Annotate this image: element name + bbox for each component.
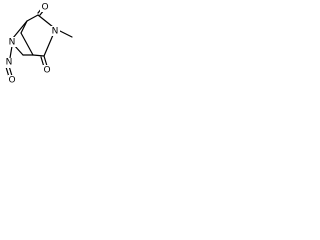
mask-n-nitroso	[5, 58, 14, 68]
bond-n-bridge-n-nitroso	[9, 45, 13, 59]
atom-o-top: O	[41, 3, 48, 13]
mask-o-top	[40, 2, 49, 12]
atom-o-bottom: O	[43, 66, 50, 76]
bond-ch2-c-bh	[20, 32, 34, 56]
molecule-svg: O N N N O O	[5, 2, 73, 86]
mask-o-bottom	[42, 65, 52, 75]
bond-c3-c1	[26, 14, 39, 22]
mask-n-bridge	[9, 37, 18, 47]
bond-c5-o-bottom-1	[43, 55, 48, 67]
mask-o-nitroso	[8, 75, 18, 85]
atom-o-nitroso: O	[8, 76, 15, 86]
structure-diagram: O N N N O O	[0, 0, 82, 93]
bond-n-ring-methyl	[57, 29, 73, 38]
bond-n-ring-c5	[43, 34, 54, 57]
mask-n-ring	[51, 26, 60, 36]
bond-c1-n-bridge	[12, 20, 28, 39]
bond-c3-n-ring	[37, 14, 54, 28]
bond-c5-c-bh	[32, 54, 45, 57]
atom-n-bridge: N	[9, 38, 16, 48]
atom-n-nitroso: N	[6, 58, 13, 68]
atom-labels: O N N N O O	[5, 2, 60, 86]
atom-n-ring: N	[52, 27, 59, 37]
